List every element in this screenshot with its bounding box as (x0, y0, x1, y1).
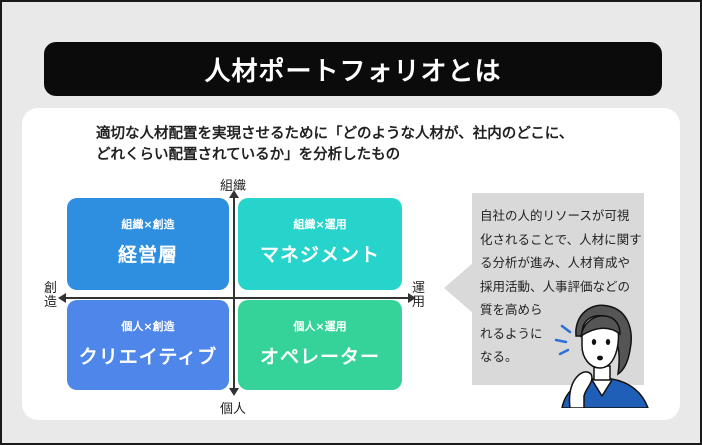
arrow-right-icon (408, 293, 416, 303)
speech-bubble-tail (444, 262, 474, 314)
thinking-woman-illustration (554, 304, 649, 408)
intro-text: 適切な人材配置を実現させるために「どのような人材が、社内のどこに、 どれくらい配… (96, 124, 636, 166)
quadrant-sub-label: 個人×運用 (293, 320, 347, 333)
quadrant-operator: 個人×運用 オペレーター (238, 300, 402, 390)
bubble-line: 化されることで、人材に関す (480, 231, 642, 247)
quadrant-sub-label: 個人×創造 (121, 320, 175, 333)
bubble-line: 自社の人的リソースが可視 (480, 208, 630, 223)
quadrant-main-label: 経営層 (117, 244, 178, 266)
arrow-up-icon (229, 190, 239, 198)
horizontal-axis (62, 297, 412, 299)
intro-line-1: 適切な人材配置を実現させるために「どのような人材が、社内のどこに、 (96, 126, 574, 142)
bubble-line: れるように (480, 325, 543, 341)
arrow-left-icon (58, 293, 66, 303)
arrow-down-icon (229, 388, 239, 396)
quadrant-main-label: マネジメント (259, 244, 380, 266)
bubble-line: る分析が進み、人材育成や (480, 255, 631, 270)
speech-bubble-text: 自社の人的リソースが可視 化されることで、人材に関す る分析が進み、人材育成や … (480, 204, 642, 369)
quadrant-sub-label: 組織×創造 (121, 218, 175, 231)
axis-label-top: 組織 (220, 179, 247, 194)
bubble-line: 質を高めら (480, 302, 543, 317)
vertical-axis (233, 193, 235, 393)
quadrant-main-label: オペレーター (259, 346, 380, 368)
quadrant-management: 組織×運用 マネジメント (238, 198, 402, 290)
quadrant-sub-label: 組織×運用 (293, 218, 347, 231)
axis-label-left: 創造 (44, 281, 58, 310)
axis-label-right: 運用 (412, 281, 426, 310)
page-title: 人材ポートフォリオとは (44, 42, 662, 96)
quadrant-creative: 個人×創造 クリエイティブ (67, 300, 229, 390)
quadrant-executive: 組織×創造 経営層 (67, 198, 229, 290)
intro-line-2: どれくらい配置されているか」を分析したもの (96, 147, 401, 163)
axis-label-bottom: 個人 (220, 402, 247, 417)
bubble-line: なる。 (480, 349, 518, 364)
quadrant-main-label: クリエイティブ (78, 346, 218, 368)
bubble-line: 採用活動、人事評価などの (480, 278, 631, 294)
